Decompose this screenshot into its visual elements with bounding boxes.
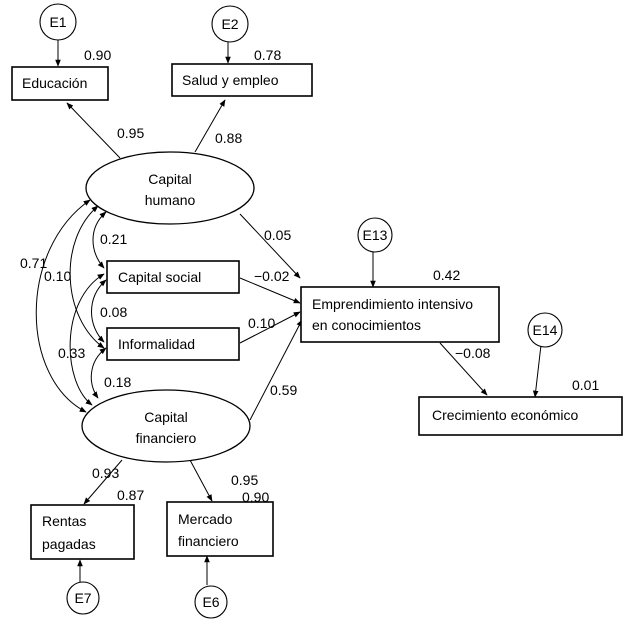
arrow-financ-rentas [83, 459, 123, 505]
error-label: E1 [49, 14, 66, 30]
arrow-humano-educacion [66, 102, 121, 159]
node-rentas-pagadas: Rentas pagadas [30, 504, 135, 560]
node-label-line1: Emprendimiento intensivo [312, 296, 473, 312]
coef-emprend-crec: −0.08 [455, 345, 491, 361]
cov-inform-financ [90, 347, 107, 399]
coef-cov-humano-financ: 0.71 [20, 255, 47, 271]
node-label-line2: financiero [136, 430, 197, 446]
node-crecimiento: Crecimiento económico [418, 396, 623, 436]
coef-r2-salud: 0.78 [254, 47, 281, 63]
node-label-line1: Rentas [42, 513, 86, 529]
coef-load-educacion: 0.95 [117, 125, 144, 141]
error-node-e14: E14 [527, 312, 563, 348]
error-node-e1: E1 [39, 3, 77, 41]
arrow-social-emprend [239, 277, 301, 304]
node-mercado-financiero: Mercado financiero [166, 501, 274, 557]
arrow-e14-crecimiento [532, 344, 542, 398]
arrow-financ-emprend [249, 319, 303, 421]
coef-r2-mercado: 0.90 [242, 489, 269, 505]
coef-financ-emprend: 0.59 [270, 382, 297, 398]
arrow-financ-mercado [189, 459, 213, 502]
coef-load-salud: 0.88 [215, 130, 242, 146]
node-emprendimiento: Emprendimiento intensivo en conocimiento… [300, 286, 500, 343]
coef-cov-humano-social: 0.21 [100, 231, 127, 247]
node-label-line1: Mercado [178, 511, 233, 527]
node-label: Educación [22, 75, 87, 91]
coef-cov-social-financ: 0.33 [58, 345, 85, 361]
coef-cov-social-inform: 0.08 [100, 304, 127, 320]
coef-load-mercado: 0.95 [231, 472, 258, 488]
node-label-line2: en conocimientos [312, 317, 421, 333]
node-capital-financiero: Capital financiero [81, 389, 251, 463]
coef-r2-emprend: 0.42 [433, 267, 460, 283]
node-label: Salud y empleo [182, 72, 279, 88]
coef-humano-emprend: 0.05 [264, 227, 291, 243]
coef-load-rentas: 0.93 [92, 465, 119, 481]
error-node-e7: E7 [66, 581, 100, 615]
cov-social-financ [69, 273, 105, 406]
error-label: E14 [533, 322, 558, 338]
node-label-line2: financiero [178, 533, 239, 549]
error-node-e2: E2 [211, 5, 249, 43]
node-informalidad: Informalidad [106, 327, 240, 361]
node-label: Informalidad [118, 336, 195, 352]
arrow-emprend-crecimiento [439, 342, 488, 396]
coef-r2-rentas: 0.87 [117, 487, 144, 503]
node-label-line1: Capital [144, 409, 188, 425]
error-label: E13 [363, 227, 388, 243]
coef-cov-inform-financ: 0.18 [104, 374, 131, 390]
node-label: Capital social [118, 269, 201, 285]
arrow-inform-emprend [239, 311, 301, 344]
error-label: E2 [221, 16, 238, 32]
cov-humano-financ [35, 199, 91, 413]
coef-r2-educacion: 0.90 [84, 47, 111, 63]
coef-cov-humano-inform: 0.10 [44, 268, 71, 284]
arrow-humano-salud [194, 99, 226, 153]
node-salud-empleo: Salud y empleo [171, 63, 313, 97]
error-label: E6 [202, 594, 219, 610]
node-capital-humano: Capital humano [85, 151, 255, 225]
arrow-humano-emprend [239, 213, 301, 279]
node-label-line1: Capital [148, 171, 192, 187]
error-label: E7 [74, 590, 91, 606]
node-label: Crecimiento económico [432, 407, 578, 423]
error-node-e6: E6 [194, 585, 228, 619]
node-educacion: Educación [11, 66, 109, 101]
node-label-line2: humano [145, 192, 196, 208]
coef-inform-emprend: 0.10 [248, 315, 275, 331]
error-node-e13: E13 [357, 217, 393, 253]
coef-social-emprend: −0.02 [254, 268, 290, 284]
coef-r2-crec: 0.01 [572, 377, 599, 393]
node-capital-social: Capital social [106, 260, 240, 294]
node-label-line2: pagadas [42, 536, 96, 552]
